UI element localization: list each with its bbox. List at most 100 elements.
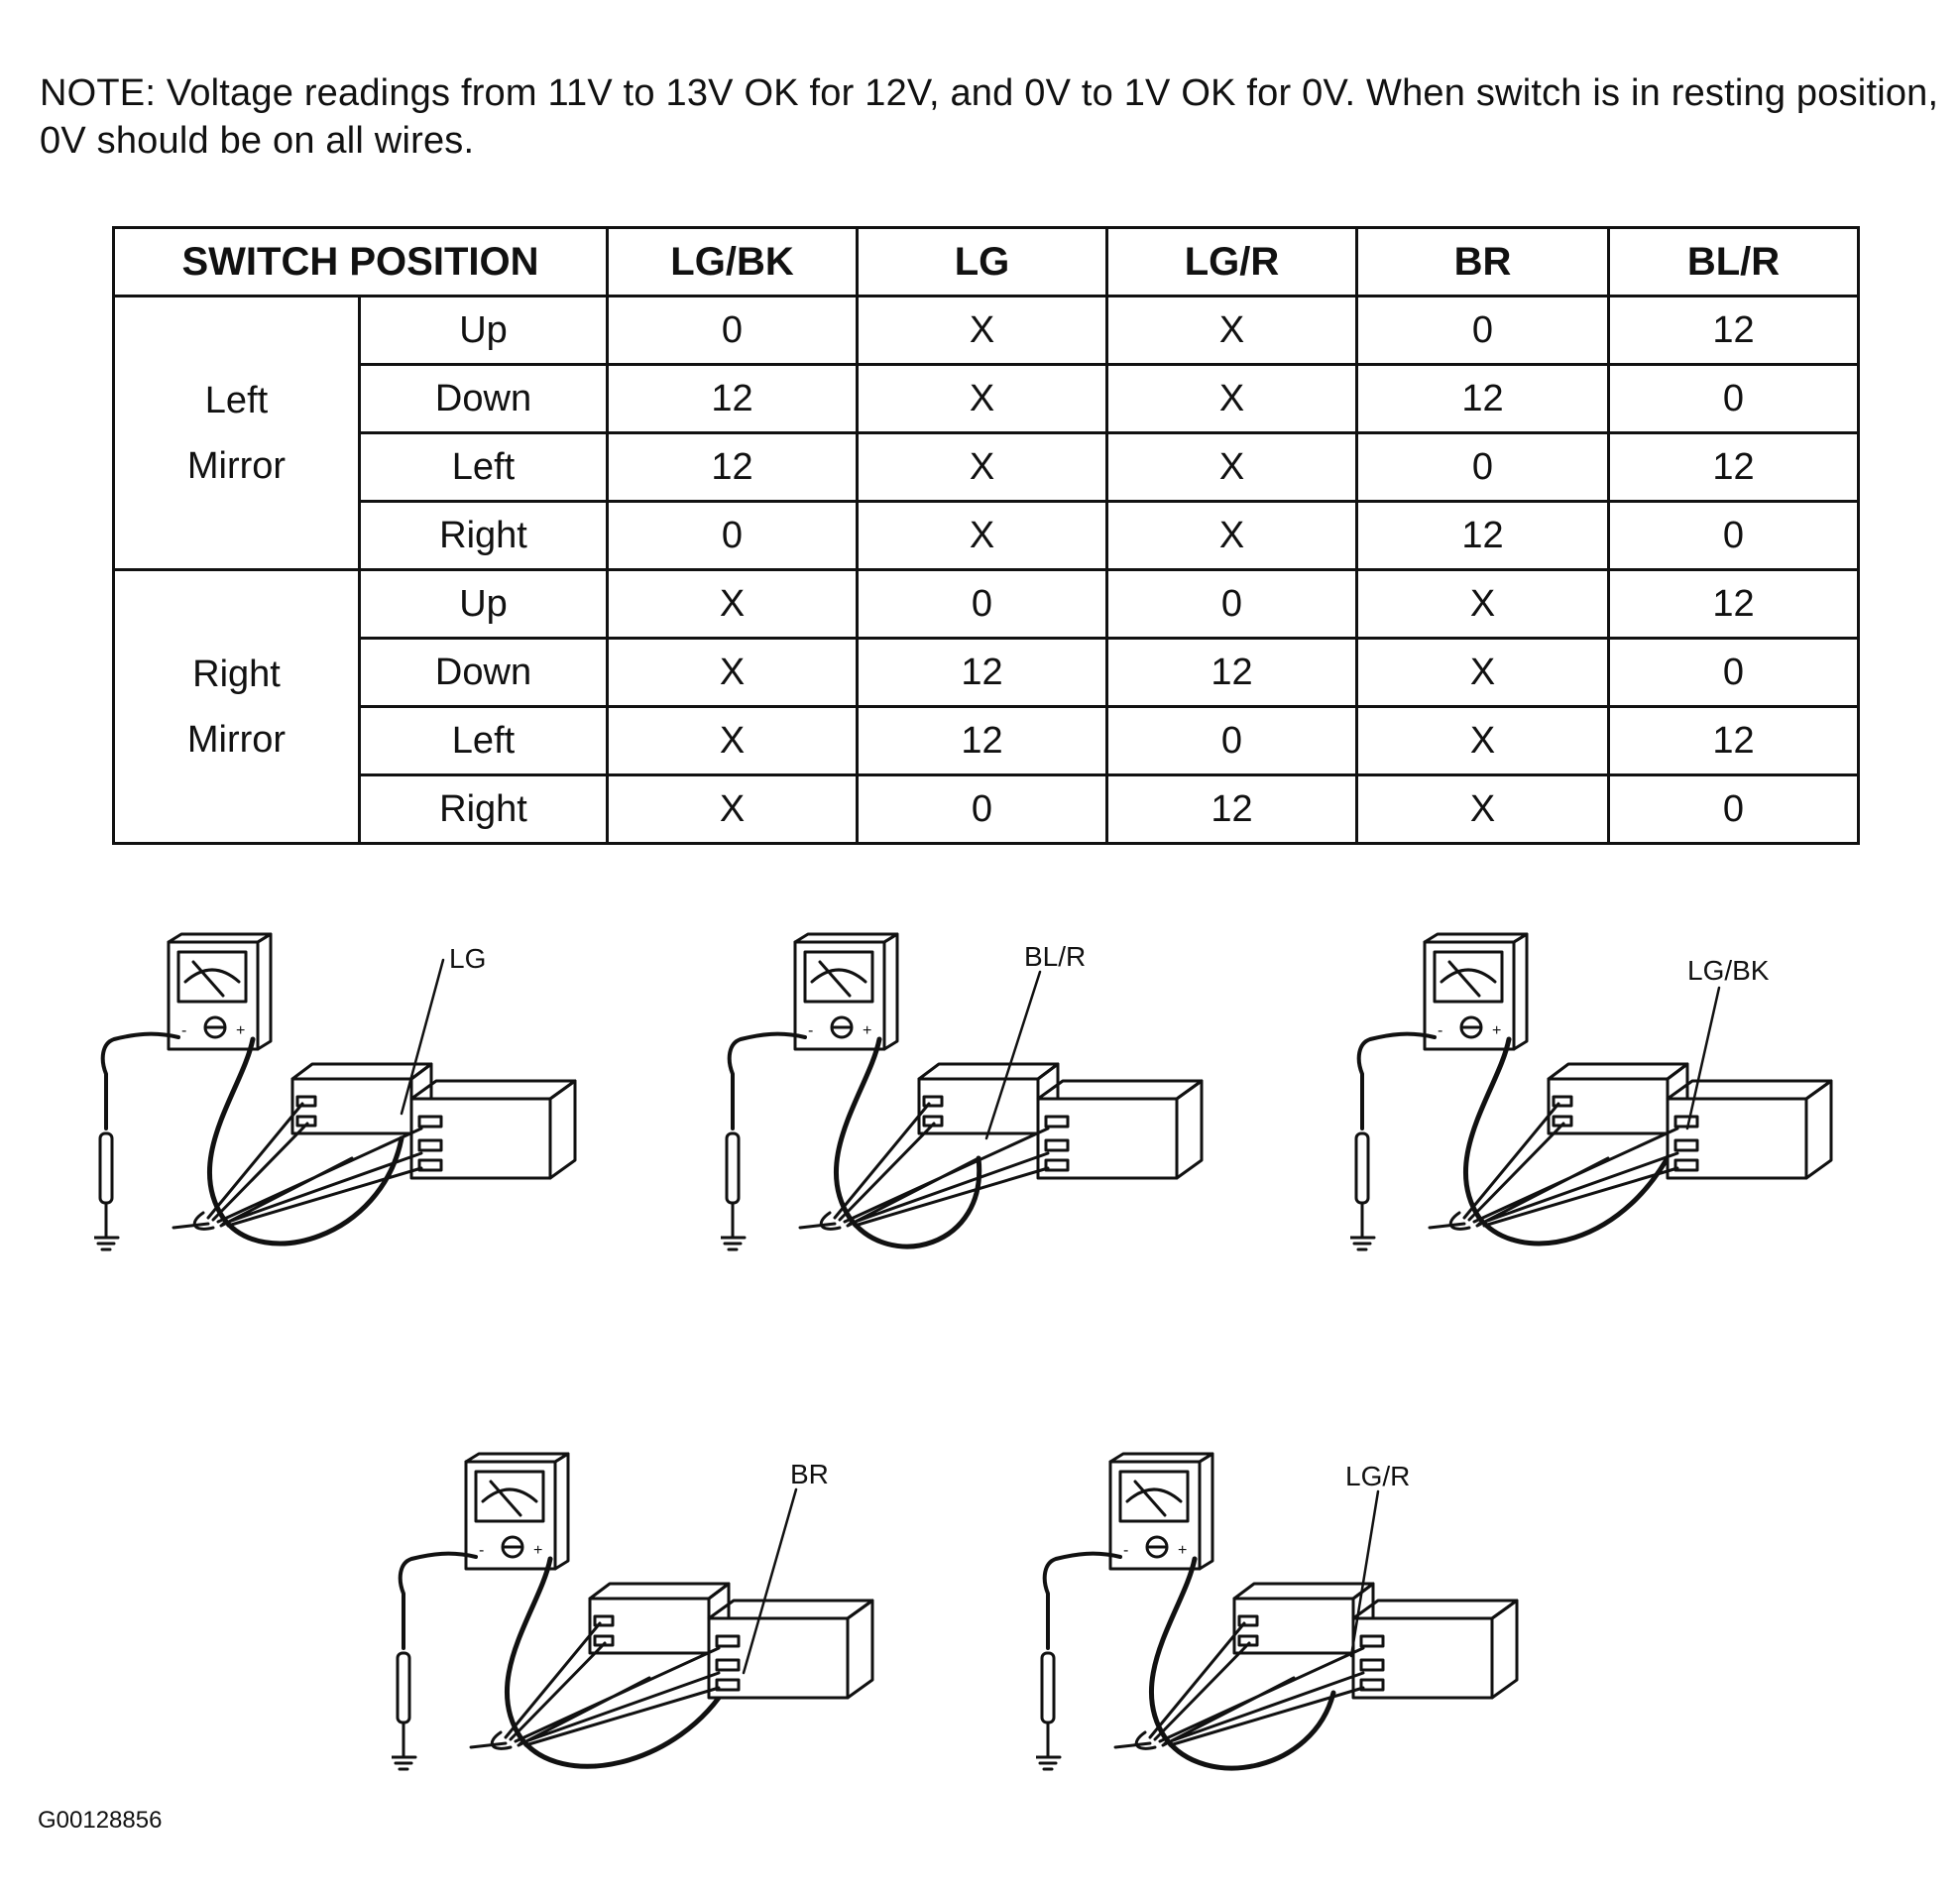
diagram-test-br: - + BR xyxy=(392,1450,907,1787)
voltage-note: NOTE: Voltage readings from 11V to 13V O… xyxy=(40,72,1939,162)
leader-line xyxy=(984,970,1042,1140)
svg-text:-: - xyxy=(1123,1542,1128,1559)
header-lg-r: LG/R xyxy=(1105,226,1358,297)
row-position: Left xyxy=(358,431,609,503)
connector-icon xyxy=(1428,1062,1833,1231)
voltmeter-icon: -+ xyxy=(1108,1452,1214,1571)
leader-line xyxy=(1349,1489,1380,1658)
leader-line xyxy=(742,1487,798,1675)
leader-line xyxy=(400,958,445,1116)
leader-line xyxy=(1685,986,1721,1130)
wire-label: BR xyxy=(790,1459,829,1489)
cell-value: X xyxy=(1105,295,1358,366)
cell-value: 0 xyxy=(1355,295,1610,366)
cell-value: X xyxy=(1355,637,1610,708)
cell-value: X xyxy=(1105,363,1358,434)
cell-value: 0 xyxy=(1607,363,1860,434)
diagram-test-lg-bk: -+ LG/BK xyxy=(1350,930,1866,1267)
group-label-line2: Mirror xyxy=(186,718,287,761)
table-header-row: SWITCH POSITION LG/BK LG LG/R BR BL/R xyxy=(112,226,1860,297)
cell-value: X xyxy=(606,705,859,776)
cell-value: 12 xyxy=(1607,431,1860,503)
cell-value: 12 xyxy=(606,363,859,434)
group-label-line1: Left xyxy=(204,379,269,421)
voltmeter-icon: -+ xyxy=(793,932,899,1051)
ground-probe-icon xyxy=(94,1131,120,1251)
cell-value: 12 xyxy=(1607,705,1860,776)
svg-text:+: + xyxy=(236,1022,245,1039)
row-position: Down xyxy=(358,363,609,434)
cell-value: 12 xyxy=(606,431,859,503)
group-left-mirror: Left Mirror xyxy=(112,295,361,571)
cell-value: 0 xyxy=(1105,568,1358,640)
cell-value: X xyxy=(1105,500,1358,571)
svg-text:+: + xyxy=(1492,1022,1501,1039)
wire-label: LG xyxy=(449,943,486,974)
table-row: Right 0 X X 12 0 xyxy=(114,500,1860,571)
header-lg-bk: LG/BK xyxy=(606,226,859,297)
cell-value: 12 xyxy=(1105,773,1358,845)
cell-value: 0 xyxy=(606,295,859,366)
cell-value: 12 xyxy=(1105,637,1358,708)
cell-value: 0 xyxy=(1355,431,1610,503)
cell-value: 0 xyxy=(856,773,1108,845)
row-position: Right xyxy=(358,500,609,571)
voltage-table: SWITCH POSITION LG/BK LG LG/R BR BL/R Le… xyxy=(112,226,1860,845)
cell-value: X xyxy=(1355,705,1610,776)
cell-value: 12 xyxy=(1355,363,1610,434)
connector-icon xyxy=(1113,1582,1519,1750)
table-row: Left Mirror Up 0 X X 0 12 xyxy=(112,295,1860,571)
svg-text:-: - xyxy=(181,1022,186,1039)
row-position: Up xyxy=(358,568,609,640)
table-row: Right X 0 12 X 0 xyxy=(114,773,1860,845)
svg-text:+: + xyxy=(533,1542,542,1559)
svg-text:+: + xyxy=(1178,1542,1187,1559)
cell-value: 0 xyxy=(1607,637,1860,708)
row-position: Down xyxy=(358,637,609,708)
cell-value: X xyxy=(606,568,859,640)
diagram-test-bl-r: -+ BL/R xyxy=(721,930,1236,1267)
cell-value: 12 xyxy=(856,637,1108,708)
table-row: Left X 12 0 X 12 xyxy=(114,705,1860,776)
header-bl-r: BL/R xyxy=(1607,226,1860,297)
header-switch-position: SWITCH POSITION xyxy=(112,226,609,297)
diagram-test-lg: - + LG xyxy=(94,930,610,1267)
table-row: Left 12 X X 0 12 xyxy=(114,431,1860,503)
ground-probe-icon xyxy=(721,1131,747,1251)
cell-value: 12 xyxy=(856,705,1108,776)
ground-probe-icon xyxy=(1350,1131,1376,1251)
ground-probe-icon xyxy=(392,1651,417,1771)
row-position: Left xyxy=(358,705,609,776)
svg-text:-: - xyxy=(1438,1022,1442,1039)
voltmeter-icon: -+ xyxy=(1423,932,1529,1051)
group-label-line2: Mirror xyxy=(186,444,287,487)
table-row: Down X 12 12 X 0 xyxy=(114,637,1860,708)
figure-id: G00128856 xyxy=(38,1807,163,1834)
svg-text:+: + xyxy=(863,1022,871,1039)
cell-value: X xyxy=(606,773,859,845)
cell-value: 12 xyxy=(1607,568,1860,640)
row-position: Up xyxy=(358,295,609,366)
cell-value: 0 xyxy=(856,568,1108,640)
cell-value: X xyxy=(856,500,1108,571)
cell-value: 0 xyxy=(1105,705,1358,776)
svg-text:-: - xyxy=(479,1542,484,1559)
connector-icon xyxy=(172,1062,577,1231)
cell-value: X xyxy=(1105,431,1358,503)
wire-label: LG/R xyxy=(1345,1461,1410,1491)
cell-value: 0 xyxy=(1607,500,1860,571)
ground-probe-icon xyxy=(1036,1651,1062,1771)
cell-value: X xyxy=(856,363,1108,434)
cell-value: X xyxy=(856,295,1108,366)
table-row: Right Mirror Up X 0 0 X 12 xyxy=(112,568,1860,845)
cell-value: 0 xyxy=(606,500,859,571)
header-lg: LG xyxy=(856,226,1108,297)
header-br: BR xyxy=(1355,226,1610,297)
group-right-mirror: Right Mirror xyxy=(112,568,361,845)
cell-value: X xyxy=(1355,773,1610,845)
connector-icon xyxy=(469,1582,874,1750)
cell-value: 0 xyxy=(1607,773,1860,845)
cell-value: X xyxy=(606,637,859,708)
cell-value: 12 xyxy=(1355,500,1610,571)
cell-value: X xyxy=(856,431,1108,503)
